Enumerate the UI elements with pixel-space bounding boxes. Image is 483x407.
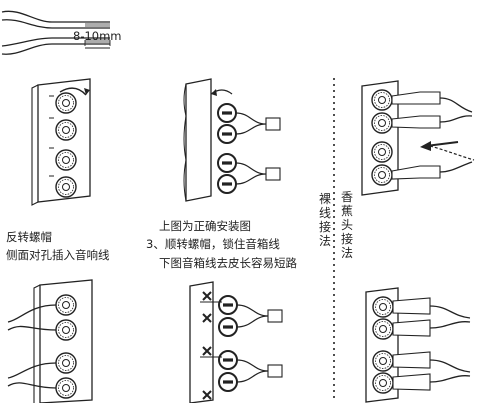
insert-arrow-icon (425, 141, 459, 147)
left-caption-line1: 反转螺帽 (6, 230, 52, 244)
binding-post-panel-e (189, 281, 283, 404)
left-caption-line2: 侧面对孔插入音响线 (6, 248, 110, 262)
binding-post-panel-c (361, 80, 475, 196)
binding-post-panel-b (183, 78, 281, 202)
strip-length-label: 8-10mm (73, 29, 122, 43)
center-caption-line3: 下图音箱线去皮长容易短路 (159, 256, 297, 270)
banana-plug-icon (392, 297, 431, 315)
rotate-arrow-icon (59, 87, 87, 96)
center-caption-line2: 3、顺转螺帽，锁住音箱线 (146, 237, 280, 251)
binding-post-panel-d (7, 279, 93, 404)
center-caption-line1: 上图为正确安装图 (159, 219, 251, 233)
binding-post-panel-f (365, 287, 471, 403)
bare-wire-method-label: 裸线接法 (318, 192, 331, 248)
banana-plug-method-label: 香蕉头接法 (340, 190, 353, 260)
binding-post-panel-a (31, 78, 91, 206)
wire-strip-icon (1, 10, 111, 55)
